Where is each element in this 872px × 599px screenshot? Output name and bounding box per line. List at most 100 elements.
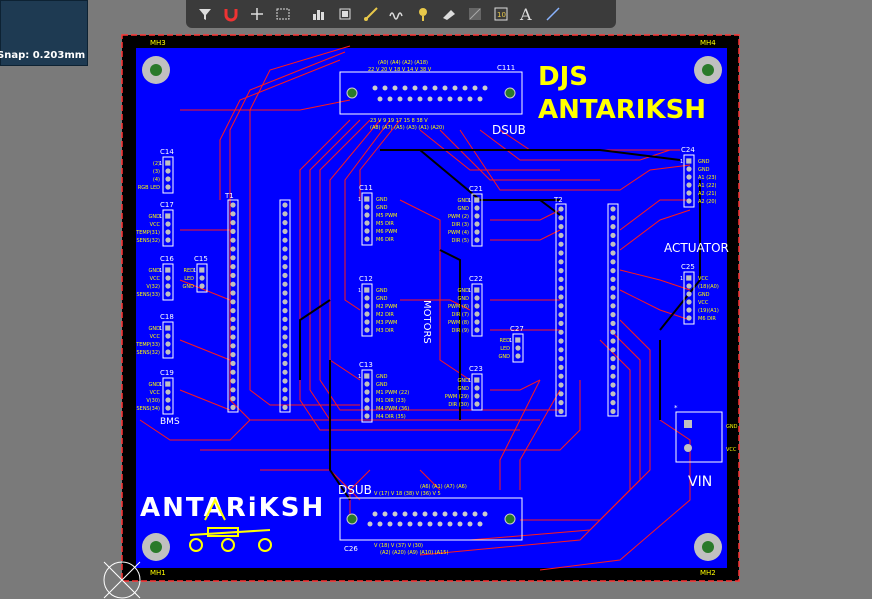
magnet-icon — [224, 9, 238, 22]
origin-button[interactable] — [244, 2, 270, 26]
pin-label: (2) — [153, 161, 160, 167]
header-pin — [282, 246, 288, 252]
pin-label: LED — [184, 276, 194, 282]
pin-label: GND — [698, 159, 710, 165]
pin-label: SENS(34) — [136, 406, 160, 412]
snap-button[interactable] — [218, 2, 244, 26]
component-button[interactable] — [332, 2, 358, 26]
mounting-hole-mh4[interactable]: MH4 — [694, 39, 722, 84]
dsub-top-connector[interactable]: (A0) (A4) (A2) (A18) 22 V 20 V 18 V 14 V… — [339, 60, 526, 137]
region-button[interactable] — [462, 2, 488, 26]
dsub-bottom-pinnums-top: V (17) V 18 (38) V (36) V 5 — [374, 491, 441, 497]
dsub-bottom-label: DSUB — [338, 483, 372, 497]
header-pin — [558, 347, 564, 353]
header-pin — [282, 264, 288, 270]
pin-label: PWM (4) — [448, 230, 469, 236]
t1-header-right[interactable] — [279, 199, 291, 413]
header-pin — [230, 404, 236, 410]
pin-pad — [474, 287, 480, 293]
pin-pad — [165, 229, 171, 235]
pin-pad — [165, 160, 171, 166]
diff-pair-button[interactable] — [384, 2, 410, 26]
pin-label: GND — [149, 268, 161, 274]
header-pin — [282, 378, 288, 384]
header-pin — [230, 290, 236, 296]
header-pin — [230, 325, 236, 331]
pin-pad — [165, 221, 171, 227]
snap-panel: Snap: 0.203mm — [0, 0, 88, 66]
pin-button[interactable] — [410, 2, 436, 26]
chart-button[interactable] — [306, 2, 332, 26]
dsub-bottom-connector[interactable]: (A6) (A1) (A7) (A6) V (17) V 18 (38) V (… — [338, 483, 523, 556]
c11-ref: C11 — [359, 184, 373, 192]
pin1-marker: 1 — [680, 276, 683, 282]
vin-pin-gnd: GND — [726, 424, 738, 430]
line-button[interactable] — [540, 2, 566, 26]
header-pin — [558, 373, 564, 379]
header-pin — [558, 382, 564, 388]
pin-label: DIR (30) — [448, 402, 469, 408]
pin-pad — [165, 168, 171, 174]
pin-label: (18)(A0) — [698, 284, 719, 290]
header-pin — [610, 268, 616, 274]
mounting-hole-mh2[interactable]: MH2 — [694, 533, 722, 577]
header-pin — [230, 281, 236, 287]
mounting-hole-mh3[interactable]: MH3 — [142, 39, 170, 84]
pin-label: M3 PWM — [376, 320, 397, 326]
mounting-hole-mh1[interactable]: MH1 — [142, 533, 170, 577]
pin-label: VCC — [698, 276, 709, 282]
pin-label: RGB LED — [138, 185, 160, 191]
pin-label: DIR (7) — [452, 312, 470, 318]
pin-label: RED — [500, 338, 511, 344]
pin-pad — [364, 327, 370, 333]
header-pin — [610, 382, 616, 388]
select-rect-icon — [276, 8, 290, 20]
pin-label: GND — [149, 214, 161, 220]
c27-ref: C27 — [510, 325, 524, 333]
header-pin — [282, 396, 288, 402]
vin-connector[interactable]: * GND VCC VIN — [674, 404, 738, 490]
filter-button[interactable] — [192, 2, 218, 26]
route-button[interactable] — [358, 2, 384, 26]
t1-label: T1 — [224, 192, 234, 200]
pin1-marker: 1 — [159, 268, 162, 274]
header-pin — [610, 329, 616, 335]
pin-pad — [686, 174, 692, 180]
header-pin — [230, 246, 236, 252]
pin-pad — [515, 345, 521, 351]
wave-icon — [389, 12, 403, 20]
t1-header[interactable]: T1 — [224, 192, 239, 413]
fill-button[interactable] — [436, 2, 462, 26]
pin-label: GND — [499, 354, 511, 360]
t2-header[interactable]: T2 — [553, 196, 567, 417]
header-pin — [558, 312, 564, 318]
header-pin — [610, 241, 616, 247]
mh4-label: MH4 — [700, 39, 716, 47]
header-pin — [610, 259, 616, 265]
header-pin — [610, 391, 616, 397]
text-button[interactable]: A — [514, 2, 540, 26]
pin-pad — [686, 158, 692, 164]
pin-label: M5 PWM — [376, 213, 397, 219]
dimension-button[interactable]: 10 — [488, 2, 514, 26]
t2-header-right[interactable] — [607, 203, 619, 417]
select-button[interactable] — [270, 2, 296, 26]
actuator-label: ACTUATOR — [664, 241, 729, 255]
text-icon: A — [519, 6, 532, 22]
